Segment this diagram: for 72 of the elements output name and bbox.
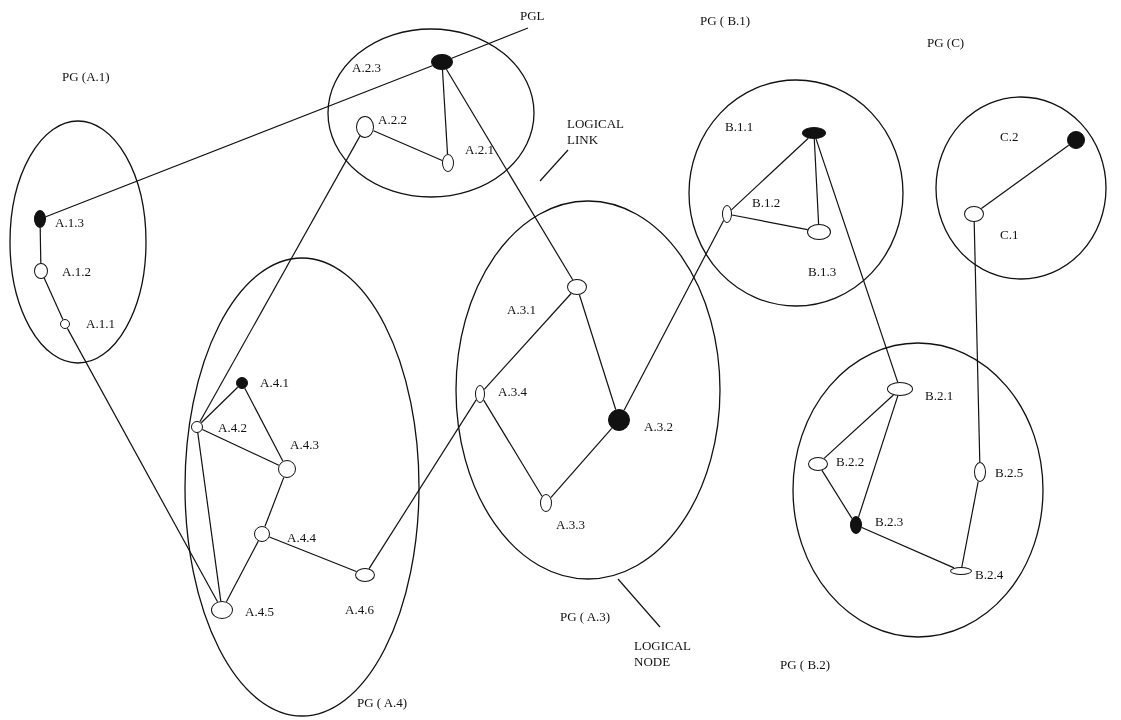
node-label: A.4.6 [345, 603, 374, 617]
link-line [441, 69, 449, 155]
node-label: B.2.3 [875, 515, 904, 529]
node-label: B.1.2 [752, 196, 781, 210]
link-line [821, 469, 853, 519]
link-line [268, 536, 357, 573]
link-line [264, 476, 285, 528]
node-label: B.2.4 [975, 568, 1004, 582]
link-line [372, 130, 443, 162]
link-line [973, 221, 981, 463]
link-line [731, 214, 809, 231]
link-line [823, 394, 894, 459]
node-label: B.1.1 [725, 120, 754, 134]
leader-line [451, 27, 529, 59]
link-line [623, 219, 725, 411]
node-label: B.2.2 [836, 455, 865, 469]
node-label: A.1.3 [55, 216, 84, 230]
link-line [813, 138, 820, 225]
node-label: A.2.1 [465, 143, 494, 157]
leader-line [617, 578, 661, 628]
group-label: PG (A.1) [62, 70, 110, 84]
node-label: A.3.2 [644, 420, 673, 434]
group-label: PG (C) [927, 36, 965, 50]
link-line [980, 144, 1070, 210]
link-line [445, 68, 574, 281]
link-line [730, 137, 809, 211]
peer-group-ellipse [327, 28, 535, 198]
group-label: PG ( A.3) [560, 610, 611, 624]
link-line [201, 428, 280, 466]
node-label: A.2.2 [378, 113, 407, 127]
group-label: PG ( A.4) [357, 696, 408, 710]
link-line [815, 138, 899, 383]
link-line [199, 135, 361, 423]
link-line [483, 292, 572, 390]
link-line [858, 395, 899, 518]
link-line [66, 327, 219, 603]
link-line [43, 277, 64, 320]
link-line [578, 294, 617, 411]
link-line [961, 480, 979, 568]
link-line [483, 399, 543, 497]
node-label: A.4.2 [218, 421, 247, 435]
node-label: B.2.1 [925, 389, 954, 403]
node-label: A.1.2 [62, 265, 91, 279]
link-line [225, 540, 259, 603]
link-line [861, 526, 955, 569]
link-line [368, 399, 477, 570]
node-label: A.3.3 [556, 518, 585, 532]
link-line [200, 386, 239, 424]
node-label: A.2.3 [352, 61, 381, 75]
node-label: C.1 [1000, 228, 1019, 242]
callout-text: PGL [520, 8, 545, 24]
peer-group-ellipse [184, 257, 420, 717]
link-line [550, 427, 613, 499]
group-label: PG ( B.1) [700, 14, 751, 28]
callout-text: LOGICAL NODE [634, 638, 714, 670]
node-label: A.4.5 [245, 605, 274, 619]
node-label: A.3.1 [507, 303, 536, 317]
node-label: B.2.5 [995, 466, 1024, 480]
callout-text: LOGICAL LINK [567, 116, 637, 148]
link-line [45, 65, 433, 218]
node-label: A.4.3 [290, 438, 319, 452]
link-line [39, 227, 42, 264]
node-label: B.1.3 [808, 265, 837, 279]
node-label: A.4.1 [260, 376, 289, 390]
node-label: A.3.4 [498, 385, 527, 399]
node-label: A.4.4 [287, 531, 316, 545]
group-label: PG ( B.2) [780, 658, 831, 672]
node-label: C.2 [1000, 130, 1019, 144]
link-line [244, 387, 284, 462]
link-line [197, 432, 222, 602]
node-label: A.1.1 [86, 317, 115, 331]
leader-line [539, 149, 569, 182]
